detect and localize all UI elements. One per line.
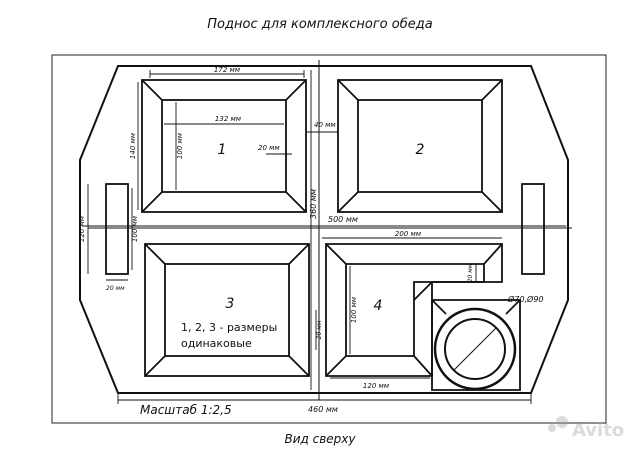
dim-bottom-width: 460 мм: [308, 405, 338, 414]
dim-c4-bottom: 120 мм: [363, 382, 390, 390]
dim-c4-small: 20 мм: [467, 263, 474, 282]
cup-holder: [431, 299, 521, 391]
dim-handle-inner: 100 мм: [131, 215, 139, 242]
tray-outline: [79, 65, 569, 394]
drawing-title: Поднос для комплексного обеда: [207, 17, 432, 32]
dimension-lines: [82, 70, 566, 404]
dim-handle-width: 20 мм: [106, 285, 125, 292]
dim-handle-outer: 120 мм: [78, 215, 86, 242]
dim-gap-lower: 20 мм: [316, 320, 323, 339]
dim-outer-height: 140 мм: [129, 132, 137, 159]
view-caption: Вид сверху: [284, 432, 356, 446]
compartment-3-label: 3: [226, 296, 235, 312]
note-line-2: одинаковые: [181, 337, 252, 350]
cup-diameter-label: Ø70,Ø90: [507, 294, 544, 304]
compartment-2: [337, 79, 503, 213]
dim-total-height: 360 мм: [309, 189, 318, 219]
dim-inner-width: 132 мм: [215, 115, 242, 123]
dim-c4-width: 200 мм: [395, 230, 422, 238]
dim-inner-height: 100 мм: [176, 132, 184, 159]
watermark-text: Avito: [572, 420, 624, 441]
compartment-2-label: 2: [416, 142, 425, 158]
dim-gap: 40 мм: [314, 121, 336, 129]
compartment-4: [325, 243, 503, 377]
dim-top-width: 172 мм: [214, 66, 241, 74]
left-handle: [105, 183, 129, 275]
avito-watermark: Avito: [548, 416, 624, 441]
drawing-frame: [51, 54, 607, 424]
compartment-3: [144, 243, 310, 377]
dim-total-width: 500 мм: [328, 215, 358, 224]
right-handle: [521, 183, 545, 275]
dim-rim: 20 мм: [258, 144, 280, 152]
compartment-1-label: 1: [218, 142, 227, 158]
dim-c4-inner-height: 100 мм: [350, 296, 358, 323]
compartment-1: [141, 79, 307, 213]
scale-label: Масштаб 1:2,5: [140, 403, 232, 417]
note-line-1: 1, 2, 3 - размеры: [181, 321, 277, 334]
compartment-4-label: 4: [374, 298, 383, 314]
